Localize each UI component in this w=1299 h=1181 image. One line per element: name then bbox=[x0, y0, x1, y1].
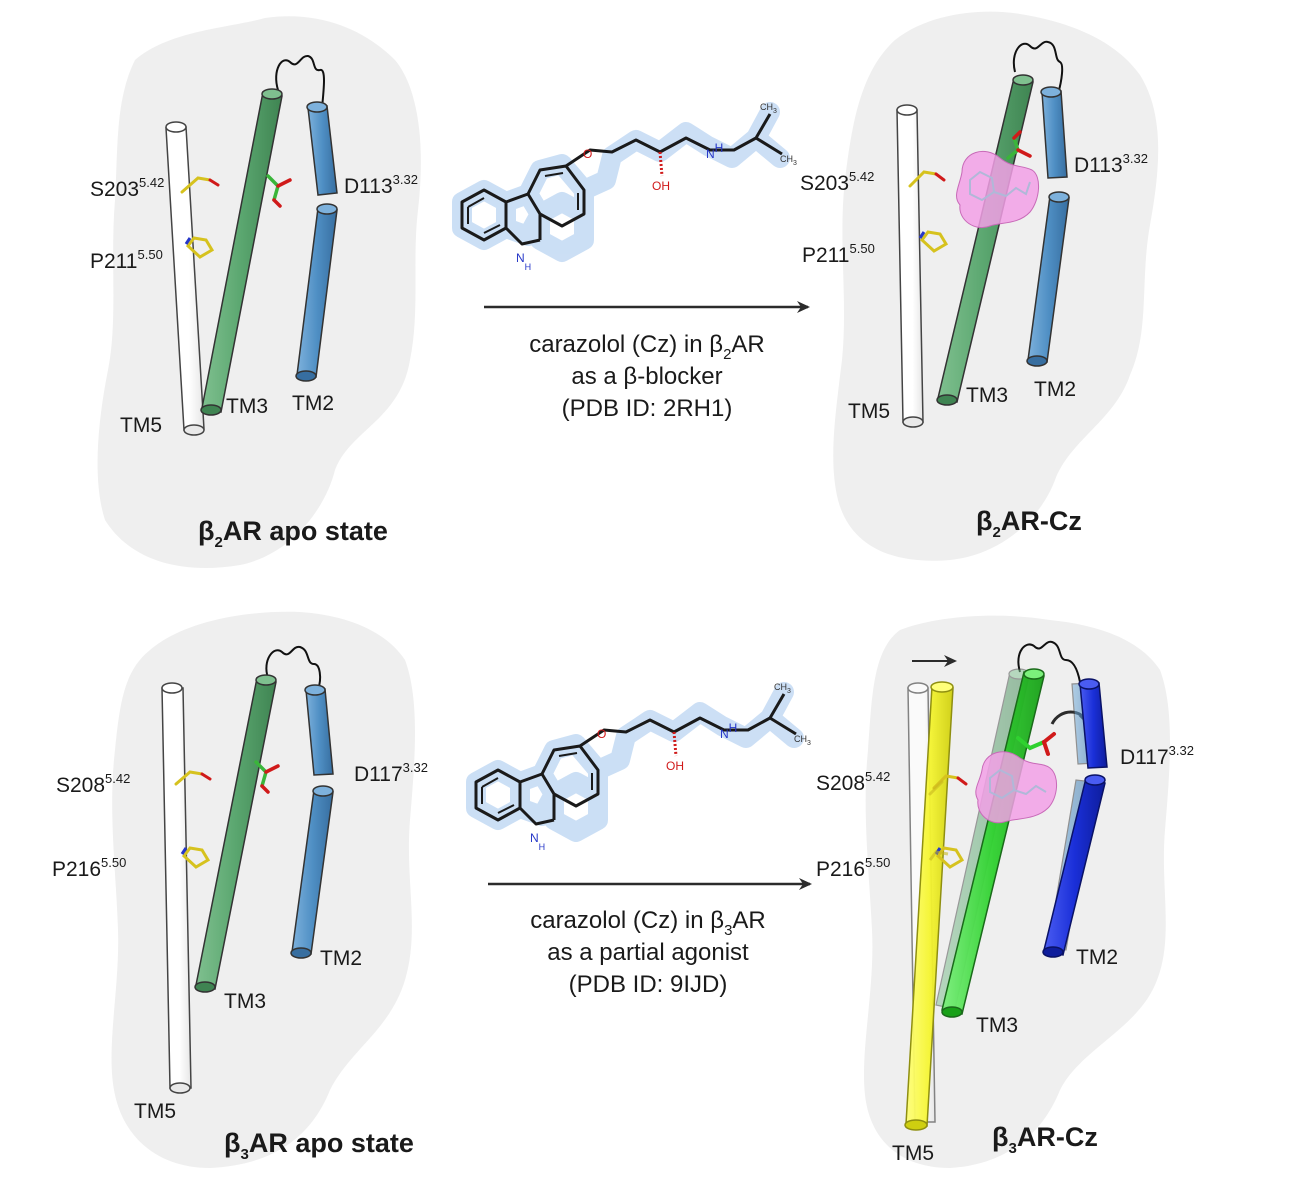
carazolol-structure-top: O OH NH NH CH3 CH3 bbox=[452, 102, 797, 272]
serine-sidechain bbox=[174, 770, 212, 786]
icl-loop bbox=[1017, 640, 1081, 683]
methyl-label: CH3 bbox=[760, 102, 777, 115]
icl-loop bbox=[1012, 40, 1064, 95]
residue-label-ser: S2035.42 bbox=[90, 175, 164, 201]
atom-oxygen: O bbox=[583, 147, 592, 161]
tm3-label: TM3 bbox=[226, 395, 268, 418]
tm2-helix-lower bbox=[1026, 191, 1070, 367]
residue-label-asp: D1133.32 bbox=[1074, 151, 1148, 177]
arrow-caption-line3: (PDB ID: 9IJD) bbox=[569, 971, 728, 998]
residue-label-ser: S2085.42 bbox=[816, 769, 890, 795]
ligand-sticks bbox=[989, 768, 1047, 800]
tm2-helix-lower bbox=[295, 203, 338, 382]
aspartate-sidechain bbox=[266, 174, 292, 208]
tm2-helix-upper bbox=[1040, 86, 1068, 179]
proline-ring bbox=[180, 846, 211, 869]
residue-label-asp: D1173.32 bbox=[1120, 743, 1194, 769]
ligand-density-mesh bbox=[956, 150, 1039, 228]
molecule-bonds bbox=[474, 693, 797, 826]
atom-nitrogen-chain: NH bbox=[706, 141, 723, 161]
state-title: β3AR-Cz bbox=[992, 1122, 1098, 1157]
tm2-helix-lower bbox=[290, 785, 334, 959]
tm3-label: TM3 bbox=[966, 384, 1008, 407]
serine-sidechain bbox=[180, 176, 220, 194]
tm2-helix-upper bbox=[306, 101, 338, 196]
serine-sidechain bbox=[928, 774, 968, 796]
tm2-helix-lower bbox=[1042, 774, 1106, 958]
residue-label-ser: S2085.42 bbox=[56, 771, 130, 797]
arrow-caption-line1: carazolol (Cz) in β2AR bbox=[529, 331, 765, 363]
tm5-label: TM5 bbox=[120, 414, 162, 437]
serine-sidechain bbox=[908, 170, 946, 188]
icl-loop bbox=[275, 55, 325, 109]
aspartate-sidechain bbox=[254, 760, 280, 794]
tm5-label: TM5 bbox=[848, 400, 890, 423]
membrane-shape bbox=[97, 16, 421, 569]
panel-b2-apo: S2035.42 P2115.50 D1133.32 TM5 TM3 TM2 β… bbox=[90, 16, 421, 569]
atom-oxygen: O bbox=[597, 727, 606, 741]
methyl-label: CH3 bbox=[780, 154, 797, 167]
arrow-caption-line1: carazolol (Cz) in β3AR bbox=[530, 907, 766, 939]
molecule-bonds bbox=[460, 113, 783, 246]
proline-ring bbox=[184, 236, 215, 259]
panel-b3-cz: S2085.42 P2165.50 D1173.32 TM5 TM3 TM2 β… bbox=[816, 615, 1194, 1168]
methyl-label: CH3 bbox=[794, 734, 811, 747]
aspartate-sidechain bbox=[1006, 130, 1032, 160]
residue-label-pro: P2165.50 bbox=[816, 855, 890, 881]
panel-b3-apo: S2085.42 P2165.50 D1173.32 TM5 TM3 TM2 β… bbox=[52, 611, 428, 1168]
arrow-caption-line2: as a β-blocker bbox=[571, 363, 722, 390]
ligand-sticks bbox=[969, 170, 1031, 202]
icl-loop bbox=[265, 645, 322, 691]
tm2-label: TM2 bbox=[320, 947, 362, 970]
reaction-arrow-bottom: carazolol (Cz) in β3AR as a partial agon… bbox=[488, 878, 812, 998]
atom-nitrogen-ring: NH bbox=[516, 251, 531, 272]
tm3-label: TM3 bbox=[224, 990, 266, 1013]
panel-b2-cz: S2035.42 P2115.50 D1133.32 TM5 TM3 TM2 β… bbox=[800, 11, 1159, 561]
tm5-helix bbox=[904, 681, 954, 1131]
carazolol-structure-bottom: O OH NH NH CH3 CH3 bbox=[466, 682, 811, 852]
ligand-density-mesh bbox=[975, 751, 1057, 824]
arrow-caption-line3: (PDB ID: 2RH1) bbox=[562, 395, 733, 422]
residue-label-asp: D1173.32 bbox=[354, 760, 428, 786]
reaction-arrow-top: carazolol (Cz) in β2AR as a β-blocker (P… bbox=[484, 301, 810, 422]
residue-label-ser: S2035.42 bbox=[800, 169, 874, 195]
tm2-label: TM2 bbox=[1076, 946, 1118, 969]
residue-label-pro: P2115.50 bbox=[802, 241, 875, 267]
state-title: β3AR apo state bbox=[224, 1128, 414, 1163]
tm5-helix bbox=[896, 104, 924, 428]
tm5-helix bbox=[161, 682, 192, 1094]
tm2-helix-upper bbox=[1078, 678, 1108, 769]
tm5-label: TM5 bbox=[134, 1100, 176, 1123]
atom-nitrogen-ring: NH bbox=[530, 831, 545, 852]
proline-ring bbox=[918, 230, 949, 253]
residue-label-pro: P2115.50 bbox=[90, 247, 163, 273]
state-title: β2AR apo state bbox=[198, 516, 388, 551]
tm3-helix bbox=[194, 674, 277, 993]
tm3-label: TM3 bbox=[976, 1014, 1018, 1037]
tm2-label: TM2 bbox=[1034, 378, 1076, 401]
state-title: β2AR-Cz bbox=[976, 506, 1082, 541]
membrane-shape bbox=[833, 11, 1159, 561]
atom-nitrogen-chain: NH bbox=[720, 721, 737, 741]
atom-hydroxyl: OH bbox=[652, 179, 670, 193]
tm3-helix bbox=[200, 88, 283, 416]
tm5-label: TM5 bbox=[892, 1142, 934, 1165]
proline-ring bbox=[928, 846, 965, 869]
residue-label-asp: D1133.32 bbox=[344, 172, 418, 198]
tm2-helix-upper bbox=[304, 684, 334, 776]
residue-label-pro: P2165.50 bbox=[52, 855, 126, 881]
tm5-helix bbox=[165, 121, 205, 436]
tm2-label: TM2 bbox=[292, 392, 334, 415]
methyl-label: CH3 bbox=[774, 682, 791, 695]
atom-hydroxyl: OH bbox=[666, 759, 684, 773]
arrow-caption-line2: as a partial agonist bbox=[547, 939, 749, 966]
aspartate-sidechain bbox=[1016, 732, 1056, 756]
